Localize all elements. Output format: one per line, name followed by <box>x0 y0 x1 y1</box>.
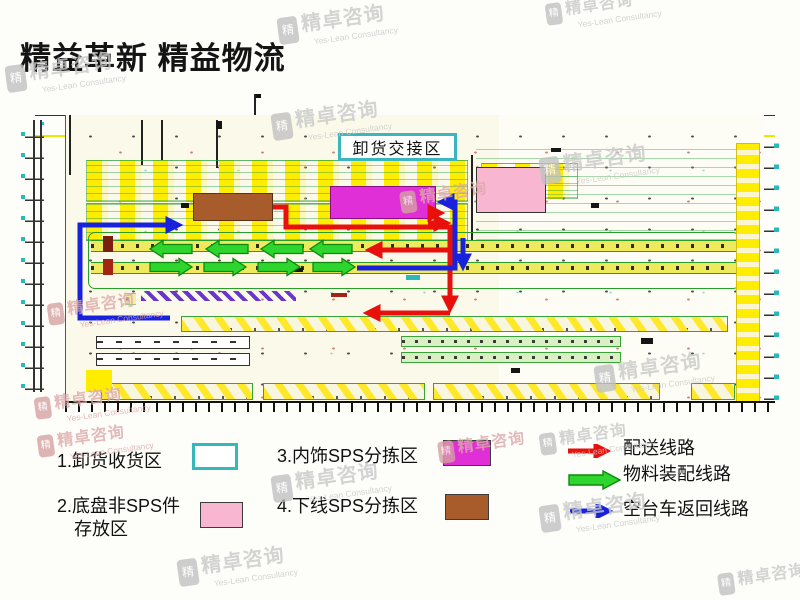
machine <box>181 203 189 208</box>
walkway <box>263 383 425 400</box>
machine <box>216 121 222 129</box>
legend-area-1-label: 1.卸货收货区 <box>57 451 163 471</box>
sub-line <box>96 336 250 349</box>
machine <box>103 259 113 275</box>
machine <box>641 338 653 344</box>
wall-line <box>141 120 143 165</box>
assembly-flow-arrows <box>149 239 356 277</box>
empty-cart-return-route <box>77 193 472 321</box>
sub-line <box>401 336 621 347</box>
unload-transfer-zone-label: 卸货交接区 <box>338 133 457 161</box>
machine <box>103 236 113 252</box>
legend-area-4-label: 4.下线SPS分拣区 <box>277 496 419 516</box>
walkway <box>101 383 253 400</box>
machine <box>551 148 561 152</box>
wall-line <box>216 120 218 168</box>
zone-interior-sps-sorting <box>330 186 436 219</box>
wall-line <box>471 155 473 240</box>
left-grid-ticks <box>25 122 44 390</box>
factory-layout-diagram: 卸货交接区 <box>21 94 779 426</box>
sub-line <box>401 352 621 363</box>
watermark-seal-icon: 精 <box>544 1 564 26</box>
assembly-route-arrow-icon <box>568 470 622 490</box>
assembly-route-label: 物料装配线路 <box>623 464 731 484</box>
legend-area-3-swatch <box>443 440 491 466</box>
dock-strip <box>736 143 760 401</box>
legend-area-2-swatch <box>200 502 243 528</box>
wall-line <box>161 120 163 165</box>
empty-cart-return-arrow-icon <box>570 504 614 518</box>
legend-area-3-label: 3.内饰SPS分拣区 <box>277 446 419 466</box>
machine <box>406 275 420 280</box>
buffer-zigzag <box>141 291 296 301</box>
right-grid-ticks <box>761 144 776 400</box>
right-grid-diamonds <box>774 142 779 400</box>
left-grid-diamonds <box>21 120 25 388</box>
delivery-route <box>273 204 459 322</box>
wall-line <box>69 115 71 175</box>
route-arrows <box>77 193 472 322</box>
zone-offline-sps-sorting <box>193 193 273 221</box>
zone-chassis-non-sps-storage <box>476 167 546 213</box>
machine <box>511 368 520 373</box>
delivery-route-arrow-icon <box>568 444 612 458</box>
watermark: 精 精卓咨询 Yes-Lean Consultancy <box>544 0 662 34</box>
floor-mark <box>126 293 136 305</box>
legend: 1.卸货收货区 2.底盘非SPS件 存放区 3.内饰SPS分拣区 4.下线SPS… <box>0 432 800 600</box>
plant-floor <box>65 115 764 401</box>
legend-area-1-swatch <box>192 443 238 470</box>
bottom-ruler <box>65 401 775 415</box>
empty-cart-return-label: 空台车返回线路 <box>623 499 749 519</box>
grid-stub <box>254 94 261 115</box>
left-grid-line <box>40 120 42 392</box>
stage-area <box>86 370 112 392</box>
sub-line <box>96 353 250 366</box>
delivery-route-label: 配送线路 <box>623 438 695 458</box>
machine <box>591 203 599 208</box>
legend-area-4-swatch <box>445 494 489 520</box>
machine <box>331 293 347 297</box>
walkway <box>181 316 728 332</box>
legend-area-2-label: 2.底盘非SPS件 存放区 <box>57 496 181 540</box>
watermark: 精 精卓咨询 Yes-Lean Consultancy <box>276 2 398 51</box>
walkway <box>691 383 735 400</box>
left-grid-line <box>33 120 35 392</box>
page-title: 精益革新 精益物流 <box>20 40 286 76</box>
